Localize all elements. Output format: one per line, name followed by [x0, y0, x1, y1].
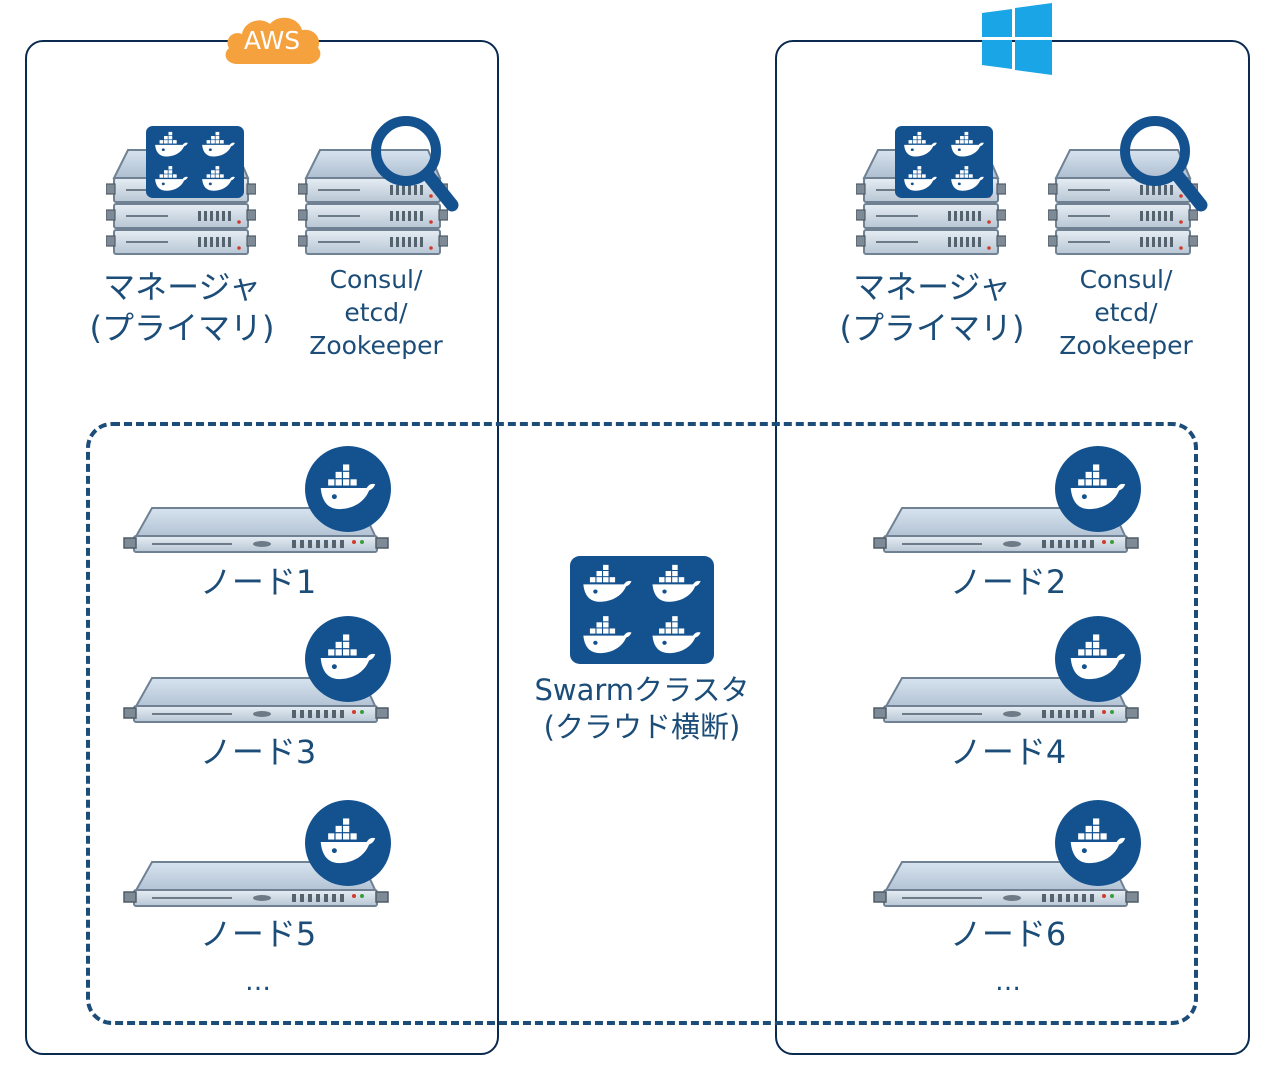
docker-swarm-icon — [146, 126, 244, 198]
magnifier-icon — [1115, 113, 1209, 213]
docker-whale-icon — [303, 798, 393, 888]
aws-cloud-icon: AWS — [220, 14, 324, 68]
discovery-label: Consul/ etcd/ Zookeeper — [1059, 265, 1193, 360]
docker-whale-icon — [303, 444, 393, 534]
node-label: ノード4 — [949, 733, 1067, 771]
windows-logo-icon — [982, 3, 1052, 75]
node-label: ノード2 — [949, 563, 1067, 601]
docker-swarm-icon — [895, 126, 993, 198]
node-label: ノード1 — [199, 563, 317, 601]
magnifier-icon — [366, 113, 460, 213]
docker-whale-icon — [1053, 444, 1143, 534]
more-nodes-ellipsis: … — [995, 967, 1021, 997]
node-label: ノード6 — [949, 915, 1067, 953]
azure-cloud-boundary — [775, 40, 1250, 1055]
more-nodes-ellipsis: … — [245, 967, 271, 997]
docker-whale-icon — [1053, 614, 1143, 704]
manager-label: マネージャ (プライマリ) — [89, 268, 275, 347]
swarm-cluster-boundary — [86, 422, 1198, 1025]
manager-label: マネージャ (プライマリ) — [839, 268, 1025, 347]
node-label: ノード3 — [199, 733, 317, 771]
discovery-label: Consul/ etcd/ Zookeeper — [309, 265, 443, 360]
docker-swarm-icon — [570, 556, 714, 664]
docker-whale-icon — [303, 614, 393, 704]
node-label: ノード5 — [199, 915, 317, 953]
aws-logo-text: AWS — [243, 26, 301, 55]
swarm-label: Swarmクラスタ (クラウド横断) — [534, 673, 750, 744]
docker-whale-icon — [1053, 798, 1143, 888]
